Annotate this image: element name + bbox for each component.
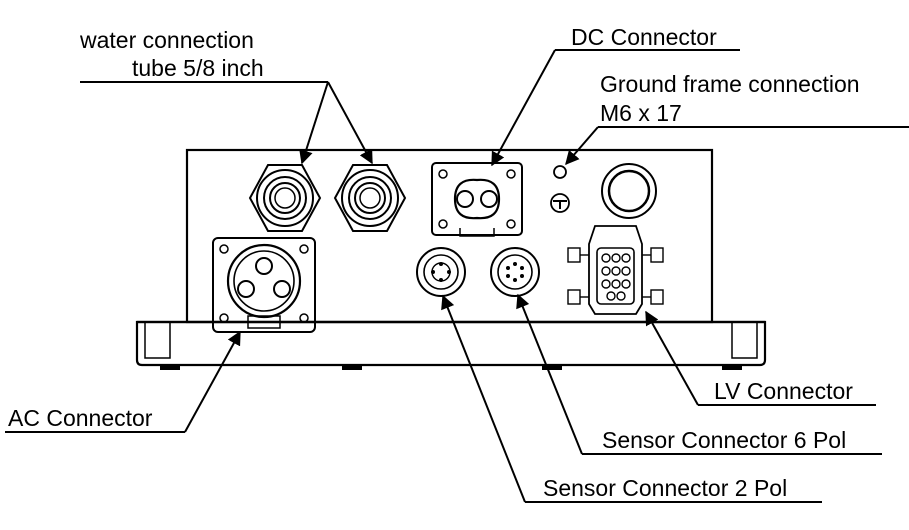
ac-connector-icon xyxy=(212,237,316,333)
dc-connector-icon xyxy=(431,162,523,237)
label-water-line2: tube 5/8 inch xyxy=(132,55,264,81)
label-dc-connector: DC Connector xyxy=(571,24,717,50)
water-connection-right-icon xyxy=(333,164,407,232)
label-lv-connector: LV Connector xyxy=(714,378,853,404)
label-ground-line1: Ground frame connection xyxy=(600,71,860,97)
water-connection-left-icon xyxy=(248,164,322,232)
label-ac-connector: AC Connector xyxy=(8,405,153,431)
leader-lines xyxy=(5,49,909,503)
label-water-line1: water connection xyxy=(80,27,254,53)
round-cap-icon xyxy=(601,163,657,219)
label-ground-line2: M6 x 17 xyxy=(600,100,682,126)
lv-connector-icon xyxy=(567,225,664,315)
sensor-connector-2pol-icon xyxy=(416,247,466,297)
housing xyxy=(135,148,767,370)
ground-connection-icon xyxy=(550,165,570,213)
label-sensor-2pol: Sensor Connector 2 Pol xyxy=(543,475,788,501)
label-sensor-6pol: Sensor Connector 6 Pol xyxy=(602,427,847,453)
sensor-connector-6pol-icon xyxy=(490,247,540,297)
